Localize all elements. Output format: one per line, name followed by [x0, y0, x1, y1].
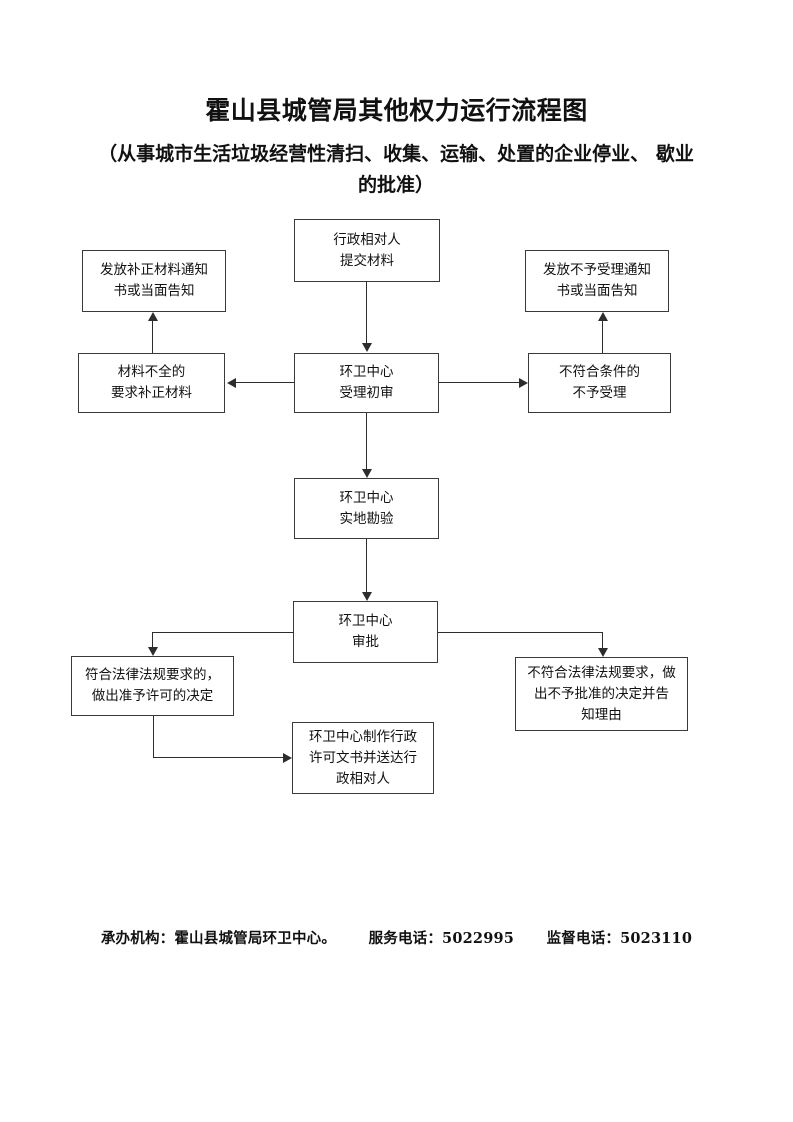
connector-approve-to-issue-h: [153, 757, 283, 758]
arrowhead-review-to-incomplete: [227, 378, 236, 388]
page-title: 霍山县城管局其他权力运行流程图: [205, 96, 588, 125]
page-subtitle: （从事城市生活垃圾经营性清扫、收集、运输、处置的企业停业、 歇业的批准）: [96, 139, 696, 201]
connector-approval-to-approve-v: [152, 632, 153, 647]
node-line: 实地勘验: [339, 510, 394, 527]
flow-node-center-initial-review[interactable]: 环卫中心 受理初审: [294, 353, 439, 413]
arrowhead-approval-to-reject: [598, 648, 608, 657]
node-line: 出不予批准的决定并告: [534, 685, 669, 702]
flow-node-incomplete-materials[interactable]: 材料不全的 要求补正材料: [78, 353, 225, 413]
node-line: 做出准予许可的决定: [91, 688, 214, 704]
arrowhead-notmeet-to-notice: [598, 312, 608, 321]
node-line: 环卫中心制作行政: [309, 728, 417, 745]
node-line: 行政相对人: [333, 231, 401, 248]
node-line: 许可文书并送达行: [309, 749, 417, 766]
flow-node-center-site-inspection[interactable]: 环卫中心 实地勘验: [294, 478, 439, 539]
page-subtitle-line-1: （从事城市生活垃圾经营性清扫、收集、运输、处置的企业停业、: [98, 143, 650, 165]
arrowhead-review-to-inspection: [362, 469, 372, 478]
footer-contact-info: 承办机构：霍山县城管局环卫中心。 服务电话：5022995 监督电话：50231…: [0, 927, 793, 948]
node-line: 材料不全的: [117, 364, 186, 380]
node-line: 符合法律法规要求的，: [85, 667, 220, 683]
connector-review-to-inspection: [366, 413, 367, 469]
node-line: 不予受理: [572, 385, 627, 401]
arrowhead-submit-to-review: [362, 343, 372, 352]
flow-node-not-meet-conditions[interactable]: 不符合条件的 不予受理: [528, 353, 671, 413]
footer-agency: 承办机构：霍山县城管局环卫中心。: [100, 930, 337, 947]
node-line: 提交材料: [340, 252, 394, 269]
node-line: 受理初审: [339, 385, 394, 401]
node-line: 环卫中心: [338, 613, 393, 629]
arrowhead-approval-to-approve: [148, 647, 158, 656]
node-line: 审批: [352, 634, 379, 650]
node-line: 不符合条件的: [559, 364, 640, 380]
connector-approval-to-approve-h: [152, 632, 294, 633]
flow-node-approve-decision[interactable]: 符合法律法规要求的， 做出准予许可的决定: [71, 656, 234, 716]
node-line: 书或当面告知: [556, 283, 638, 299]
footer-service-phone: 服务电话：5022995: [368, 930, 515, 947]
node-line: 不符合法律法规要求，做: [527, 664, 676, 681]
connector-approval-to-reject-v: [602, 632, 603, 648]
node-line: 要求补正材料: [111, 385, 192, 401]
flow-node-issue-license-document[interactable]: 环卫中心制作行政 许可文书并送达行 政相对人: [292, 722, 434, 794]
connector-submit-to-review: [366, 282, 367, 343]
connector-approve-to-issue-v: [153, 716, 154, 758]
connector-review-to-notmeet: [439, 382, 519, 383]
connector-notmeet-to-notice: [602, 321, 603, 353]
node-line: 环卫中心: [339, 364, 394, 380]
connector-approval-to-reject-h: [438, 632, 603, 633]
node-line: 环卫中心: [339, 489, 394, 506]
connector-incomplete-to-notice: [152, 321, 153, 353]
node-line: 发放不予受理通知: [543, 262, 651, 278]
connector-inspection-to-approval: [366, 539, 367, 592]
arrowhead-approve-to-issue: [283, 753, 292, 763]
footer-supervision-phone: 监督电话：5023110: [546, 930, 693, 947]
arrowhead-inspection-to-approval: [362, 592, 372, 601]
page-subtitle-line-2: 歇业的批准）: [357, 143, 694, 196]
node-line: 发放补正材料通知: [100, 262, 208, 278]
arrowhead-incomplete-to-notice: [148, 312, 158, 321]
node-line: 书或当面告知: [113, 283, 195, 299]
connector-review-to-incomplete: [236, 382, 294, 383]
arrowhead-review-to-notmeet: [519, 378, 528, 388]
flow-node-reject-decision[interactable]: 不符合法律法规要求，做 出不予批准的决定并告 知理由: [515, 657, 688, 731]
node-line: 知理由: [581, 706, 622, 723]
flow-node-center-approval[interactable]: 环卫中心 审批: [293, 601, 438, 663]
flow-node-applicant-submit[interactable]: 行政相对人 提交材料: [294, 219, 440, 282]
node-line: 政相对人: [336, 770, 390, 787]
flow-node-notice-reject-acceptance[interactable]: 发放不予受理通知 书或当面告知: [525, 250, 669, 312]
flow-node-notice-supplement[interactable]: 发放补正材料通知 书或当面告知: [82, 250, 226, 312]
